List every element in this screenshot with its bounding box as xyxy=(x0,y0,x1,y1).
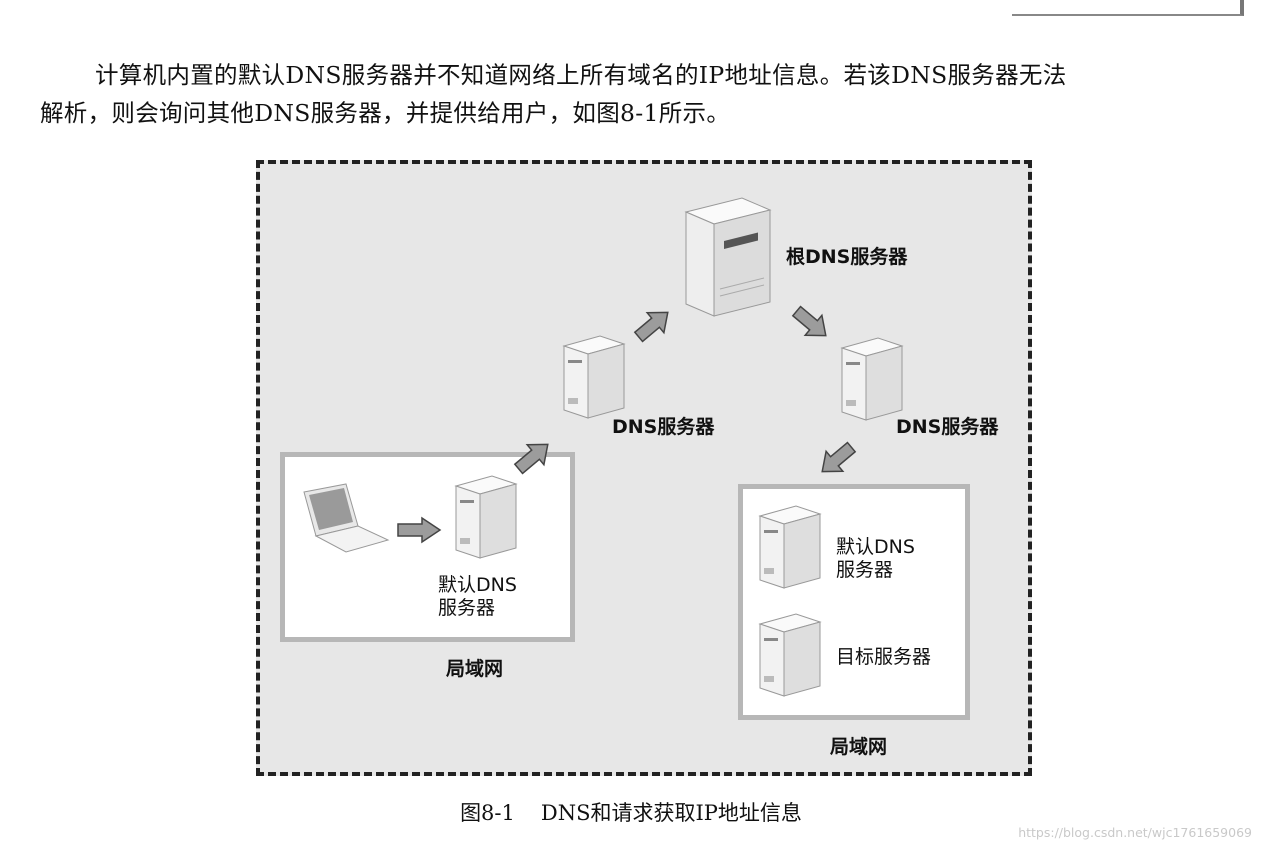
left-default-dns-server-icon xyxy=(454,475,518,559)
dns-server-right-label: DNS服务器 xyxy=(896,416,999,438)
page-header-rule xyxy=(1012,0,1244,16)
dns-server-left-label: DNS服务器 xyxy=(612,416,715,438)
arrow-laptop-to-default-dns-icon xyxy=(397,516,442,544)
watermark-url: https://blog.csdn.net/wjc1761659069 xyxy=(1018,825,1252,840)
left-lan-label: 局域网 xyxy=(446,658,504,680)
figure-title: DNS和请求获取IP地址信息 xyxy=(540,801,802,825)
left-lan-box xyxy=(280,452,575,642)
arrow-dns-server-to-right-lan-icon xyxy=(821,441,857,473)
root-dns-server-label: 根DNS服务器 xyxy=(786,246,908,268)
left-default-dns-line2: 服务器 xyxy=(438,597,496,619)
target-server-icon xyxy=(758,613,822,697)
right-default-dns-line2: 服务器 xyxy=(836,559,894,581)
right-default-dns-label: 默认DNS 服务器 xyxy=(836,536,915,582)
right-default-dns-line1: 默认DNS xyxy=(836,536,915,558)
arrow-root-to-dns-server-icon xyxy=(791,305,827,337)
figure-number: 图8-1 xyxy=(460,801,515,825)
arrow-dns-server-to-root-icon xyxy=(633,311,669,343)
right-lan-label: 局域网 xyxy=(830,736,888,758)
left-default-dns-line1: 默认DNS xyxy=(438,574,517,596)
root-dns-server-icon xyxy=(684,197,772,317)
dns-diagram: 根DNS服务器 DNS服务器 DNS服务器 默认DNS 服务器 局域网 xyxy=(256,160,1032,776)
right-default-dns-server-icon xyxy=(758,505,822,589)
dns-server-right-icon xyxy=(840,337,904,421)
laptop-icon xyxy=(303,483,390,553)
body-paragraph: 计算机内置的默认DNS服务器并不知道网络上所有域名的IP地址信息。若该DNS服务… xyxy=(40,56,1245,132)
target-server-label: 目标服务器 xyxy=(836,646,932,668)
paragraph-line-2: 解析，则会询问其他DNS服务器，并提供给用户，如图8-1所示。 xyxy=(40,99,731,127)
paragraph-line-1: 计算机内置的默认DNS服务器并不知道网络上所有域名的IP地址信息。若该DNS服务… xyxy=(95,61,1067,89)
figure-caption: 图8-1 DNS和请求获取IP地址信息 xyxy=(0,797,1262,827)
arrow-lan-to-dns-server-icon xyxy=(513,443,549,475)
left-default-dns-label: 默认DNS 服务器 xyxy=(438,574,517,620)
dns-server-left-icon xyxy=(562,335,626,419)
